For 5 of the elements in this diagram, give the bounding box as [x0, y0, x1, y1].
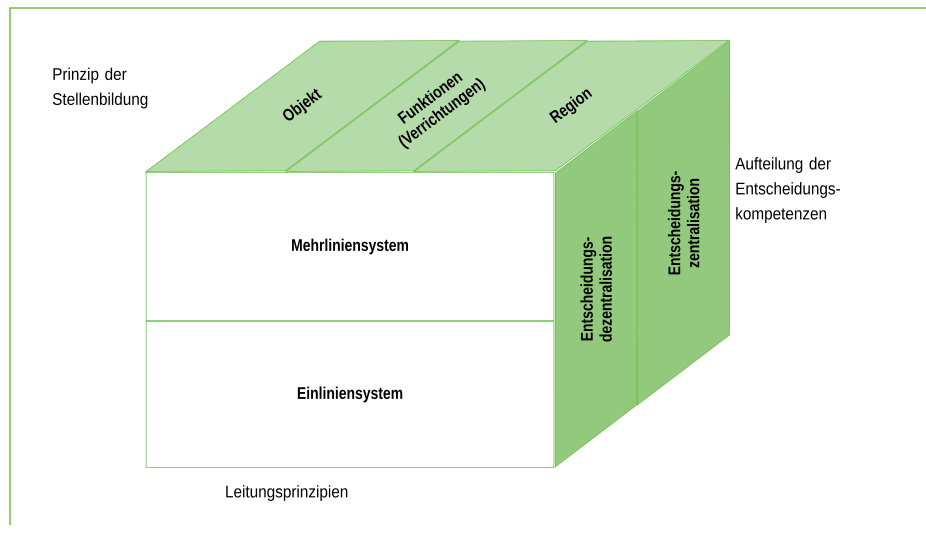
axis-label: Prinzip der Stellenbildung — [52, 68, 148, 108]
axis-label: Leitungsprinzipien — [226, 485, 348, 501]
axis-label: Aufteilung der Entscheidungs- kompetenzen — [735, 157, 840, 223]
face-box: Mehrliniensystem — [146, 172, 554, 321]
face-box: Einliniensystem — [146, 321, 554, 468]
